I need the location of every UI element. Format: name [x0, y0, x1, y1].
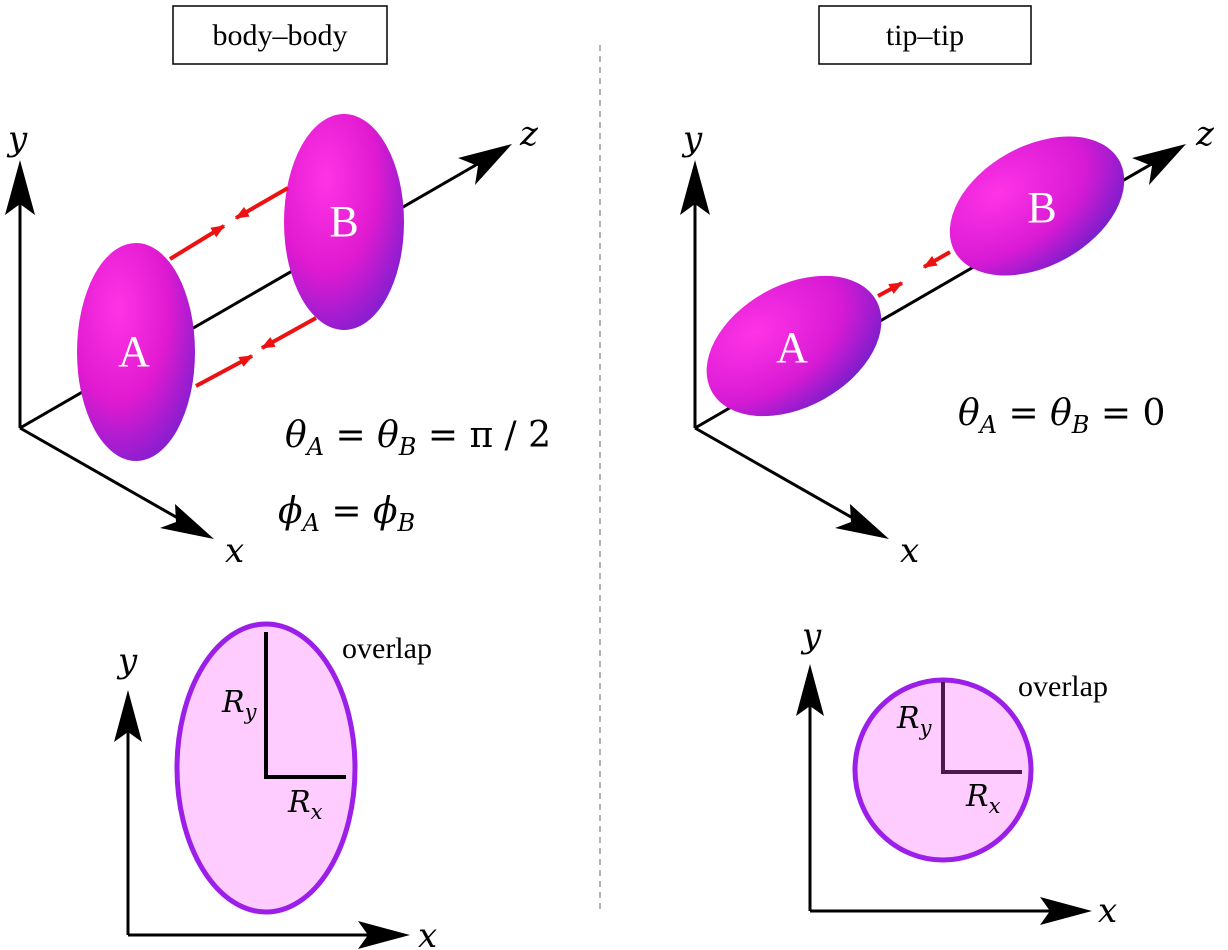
left-ry-label: Ry	[221, 685, 258, 724]
left-axis-x-label: x	[225, 531, 244, 571]
left-rx-label: Rx	[287, 785, 323, 824]
left-theta-equation: θA = θB = π / 2	[285, 415, 551, 461]
right-axis-z-label: z	[1195, 114, 1215, 154]
left-ellipsoid-b	[284, 114, 404, 330]
right-ellipsoid-a	[706, 275, 882, 417]
right-rx-label: Rx	[965, 779, 1001, 818]
left-force-arrow-top-b	[234, 186, 289, 220]
left-phi-equation: ϕA = ϕB	[278, 491, 415, 537]
right-ellipsoid-b	[949, 136, 1125, 276]
left-force-arrow-top-a	[168, 224, 226, 261]
left-ellipsoid-b-label: B	[329, 197, 358, 246]
right-cross-y-arrowhead	[796, 664, 824, 716]
right-cross-x-arrowhead	[1040, 897, 1092, 925]
right-panel: tip–tip y x z B A θA = θB = 0 y x	[680, 5, 1215, 931]
right-x-axis	[694, 426, 866, 527]
right-cross-x-label: x	[1098, 891, 1117, 931]
right-axis-y-label: y	[681, 119, 703, 159]
left-cross-y-label: y	[116, 641, 138, 681]
right-theta-equation: θA = θB = 0	[958, 393, 1165, 439]
right-force-arrow-a	[877, 281, 904, 298]
right-cross-y-label: y	[800, 616, 822, 656]
right-ellipsoid-b-label: B	[1027, 183, 1056, 232]
right-overlap-label: overlap	[1018, 670, 1108, 703]
right-ry-label: Ry	[896, 701, 933, 740]
right-axis-x-label: x	[900, 531, 919, 571]
left-title: body–body	[213, 19, 348, 52]
left-title-box	[172, 5, 388, 65]
right-x-arrowhead	[835, 504, 889, 539]
left-axis-z-label: z	[519, 114, 539, 154]
left-cross-x-arrowhead	[358, 921, 410, 949]
right-z-arrowhead	[1132, 144, 1186, 185]
left-ellipsoid-a-label: A	[118, 327, 150, 376]
left-cross-x-label: x	[418, 916, 437, 950]
right-ellipsoid-a-label: A	[776, 323, 808, 372]
left-y-arrowhead	[5, 160, 35, 215]
left-ellipsoid-a	[77, 243, 195, 461]
left-axis-y-label: y	[6, 119, 28, 159]
left-force-arrow-bottom-b	[260, 316, 317, 350]
left-z-arrowhead	[458, 144, 512, 185]
left-cross-y-arrowhead	[114, 690, 142, 742]
right-y-arrowhead	[680, 160, 710, 215]
left-overlap-label: overlap	[342, 632, 432, 665]
left-panel: body–body y x z B A θA = θB = π / 2 ϕA =…	[5, 5, 551, 950]
left-x-arrowhead	[160, 504, 214, 539]
left-force-arrow-bottom-a	[195, 354, 254, 388]
left-x-axis	[19, 426, 191, 527]
right-title: tip–tip	[886, 19, 964, 52]
right-force-arrow-b	[922, 250, 951, 269]
right-title-box	[818, 5, 1032, 65]
